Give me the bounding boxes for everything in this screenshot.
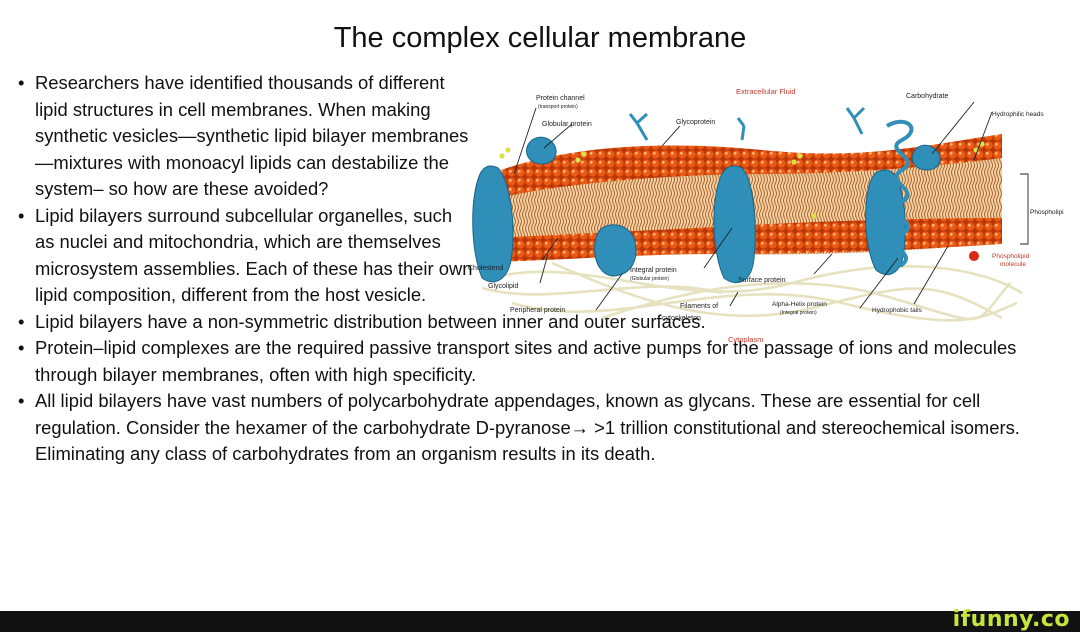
label-filaments-1: Filaments of (680, 303, 718, 310)
label-hydrophilic-heads: Hydrophilic heads (992, 111, 1044, 118)
label-integral-globular: (Globular protein) (630, 276, 669, 282)
carbohydrate-chains (628, 106, 866, 141)
label-alpha-helix-integral: (Integral protein) (780, 310, 817, 316)
label-cholesterol: Cholesterol (468, 265, 504, 272)
label-extracellular: Extracellular Fluid (736, 87, 796, 96)
bullet-item: Lipid bilayers surround subcellular orga… (18, 203, 475, 309)
label-glycolipid: Glycolipid (488, 283, 518, 290)
cytoskeleton-filaments (481, 261, 1023, 322)
label-carbohydrate: Carbohydrate (906, 93, 949, 100)
bullet-item: Lipid bilayers have a non-symmetric dist… (18, 309, 1068, 336)
phospholipid-molecule-marker (969, 251, 979, 261)
label-leader-lines (513, 101, 1029, 311)
label-cytoplasm: Cytoplasm (728, 335, 763, 344)
label-peripheral-protein: Peripheral protein (510, 307, 565, 314)
label-hydrophobic-tails: Hydrophobic tails (872, 307, 923, 314)
bullet-item: Protein–lipid complexes are the required… (18, 335, 1068, 388)
label-phospholipid-molecule-2: molecule (1000, 261, 1026, 268)
page-title: The complex cellular membrane (333, 22, 747, 54)
label-protein-channel: Protein channel (536, 95, 585, 102)
label-phospholipid: Phospholipi (1030, 209, 1064, 216)
label-integral-protein: Integral protein (630, 267, 677, 274)
label-phospholipid-molecule-1: Phospholipid (992, 253, 1030, 260)
bullet-item: All lipid bilayers have vast numbers of … (18, 388, 1068, 468)
label-filaments-2: cytoskeleton (662, 315, 701, 322)
label-surface-protein: Surface protein (738, 277, 786, 284)
brand-watermark: ifunny.co (952, 607, 1070, 632)
label-glycoprotein: Glycoprotein (676, 119, 715, 126)
bullet-item: Researchers have identified thousands of… (18, 70, 475, 203)
footer-bar: ifunny.co (0, 607, 1080, 632)
membrane-proteins (472, 136, 941, 283)
label-transport-protein: (transport protein) (538, 104, 578, 110)
membrane-diagram: Extracellular Fluid Cytoplasm Protein ch… (468, 87, 1064, 344)
bullet-list: Researchers have identified thousands of… (18, 70, 1068, 468)
alpha-helix-protein (885, 119, 914, 268)
label-globular-protein: Globular protein (542, 121, 592, 128)
label-alpha-helix: Alpha-Helix protein (772, 301, 827, 308)
